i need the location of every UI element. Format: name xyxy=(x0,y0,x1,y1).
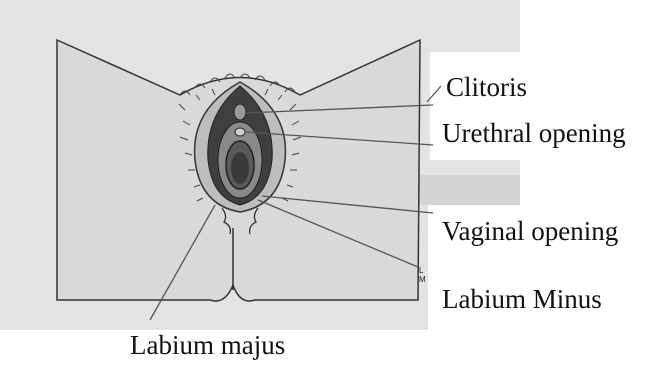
label-vaginal-opening: Vaginal opening xyxy=(442,216,618,247)
vaginal-opening-inner xyxy=(231,152,249,184)
urethral-opening-shape xyxy=(235,128,245,136)
clitoris-shape xyxy=(234,104,246,120)
label-labium-majus: Labium majus xyxy=(130,330,285,361)
label-clitoris: Clitoris xyxy=(446,72,527,103)
label-urethral-opening: Urethral opening xyxy=(442,118,626,149)
label-area-base xyxy=(0,330,665,366)
label-labium-minus: Labium Minus xyxy=(442,284,602,315)
scan-fragment-text: L M xyxy=(419,266,426,284)
